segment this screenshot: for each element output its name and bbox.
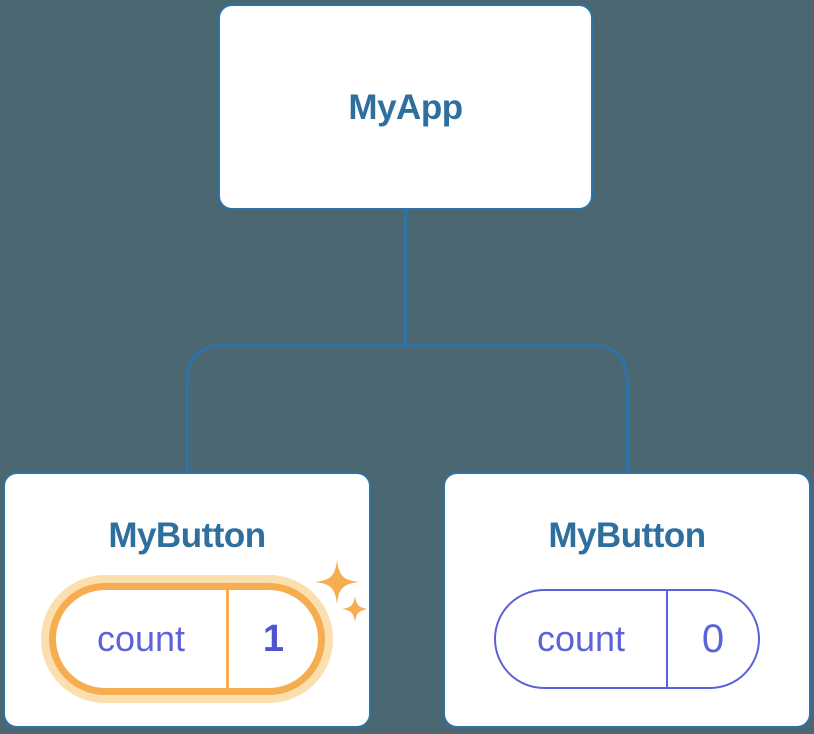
component-name: MyButton	[108, 516, 266, 555]
component-name: MyApp	[348, 87, 463, 127]
sparkle-icon-small	[342, 596, 368, 622]
state-badge: count 0	[494, 589, 760, 689]
state-badge-highlight-ring: count 1	[41, 575, 333, 703]
component-node-mybutton-1: MyButton count 1	[3, 472, 371, 728]
state-key-label: count	[96, 618, 186, 659]
state-badge-divider	[666, 591, 668, 687]
component-name: MyButton	[548, 516, 706, 555]
state-badge-divider	[226, 590, 229, 688]
component-node-mybutton-2: MyButton count 0	[443, 472, 811, 728]
state-value: 1	[262, 617, 285, 660]
connector-bracket	[185, 343, 629, 473]
sparkle-icon-large	[315, 560, 359, 604]
component-node-myapp: MyApp	[218, 4, 593, 210]
state-value: 0	[701, 616, 725, 661]
state-badge: count 1	[49, 583, 325, 695]
state-key-label: count	[536, 618, 626, 659]
